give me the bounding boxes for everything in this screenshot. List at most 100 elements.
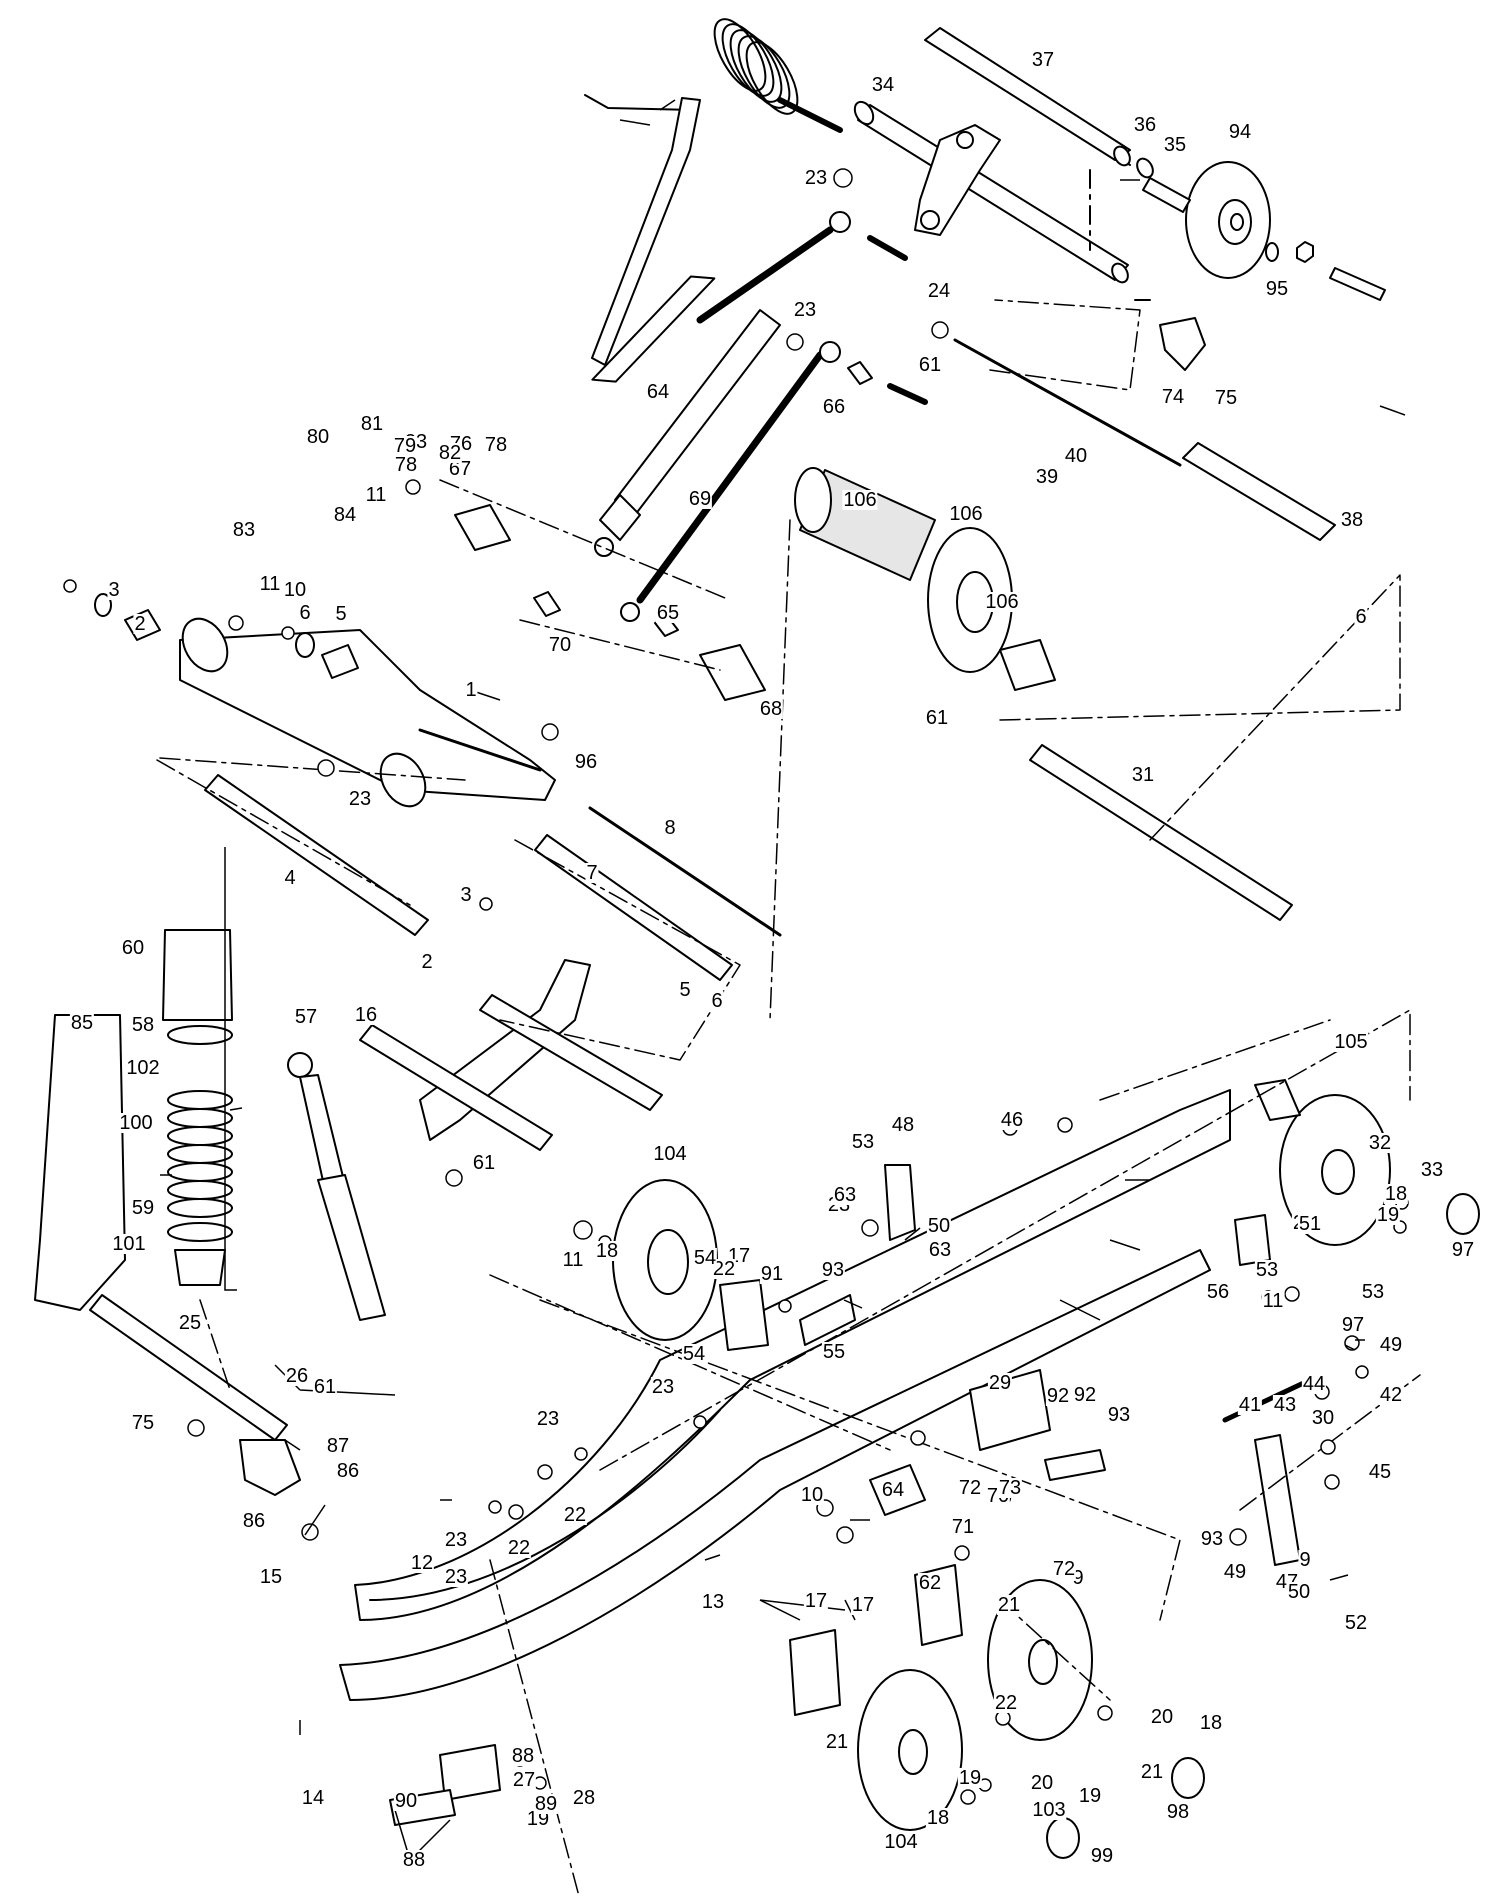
callout-label: 78	[393, 454, 419, 476]
plate-64-lower	[699, 644, 766, 701]
callout-label: 6	[1354, 606, 1368, 628]
plate-64-upper	[454, 504, 511, 551]
callout-label: 19	[957, 1767, 983, 1789]
callout-label: 43	[1272, 1394, 1298, 1416]
callout-label: 75	[130, 1412, 156, 1434]
shaft-4	[204, 774, 429, 936]
plate-88-upper	[799, 1294, 856, 1346]
front-arm-1	[179, 617, 556, 808]
callout-label: 21	[1139, 1761, 1165, 1783]
hardware-markers	[63, 168, 1409, 1805]
callout-label: 54	[681, 1343, 707, 1365]
callout-label: 17	[803, 1590, 829, 1612]
bolt-105	[1329, 267, 1386, 301]
tie-rod-39	[953, 338, 1182, 467]
pivot-arm-upper	[914, 124, 1001, 236]
callout-label: 15	[258, 1566, 284, 1588]
callout-label: 88	[401, 1849, 427, 1871]
callout-label: 48	[890, 1114, 916, 1136]
boot-59	[162, 929, 233, 1021]
callout-label: 61	[924, 707, 950, 729]
callout-label: 22	[506, 1537, 532, 1559]
callout-label: 68	[758, 698, 784, 720]
callout-label: 80	[305, 426, 331, 448]
slider-83	[439, 1744, 501, 1801]
callout-label: 5	[334, 603, 348, 625]
block-17-upper	[719, 1279, 769, 1351]
callout-label: 75	[1213, 387, 1239, 409]
shock-absorber-62	[591, 275, 781, 557]
callout-label: 103	[1031, 1799, 1067, 1821]
callout-label: 50	[1286, 1581, 1312, 1603]
callout-label: 16	[353, 1004, 379, 1026]
callout-label: 17	[850, 1594, 876, 1616]
rear-arm-16	[359, 959, 663, 1151]
callout-label: 19	[525, 1808, 551, 1830]
callout-label: 93	[1106, 1404, 1132, 1426]
callout-label: 65	[655, 602, 681, 624]
callout-label: 71	[950, 1516, 976, 1538]
callout-label: 74	[1160, 386, 1186, 408]
callout-label: 81	[359, 413, 385, 435]
callout-label: 58	[130, 1014, 156, 1036]
callout-label: 23	[347, 788, 373, 810]
spring-94	[167, 1090, 233, 1218]
callout-label: 49	[1378, 1334, 1404, 1356]
callout-label: 13	[700, 1591, 726, 1613]
block-52	[1234, 1214, 1271, 1266]
shaft-30	[1029, 744, 1293, 921]
callout-leaders	[160, 99, 1406, 1861]
callout-label: 96	[573, 751, 599, 773]
bushing-101	[999, 639, 1056, 691]
callout-label: 67	[447, 458, 473, 480]
guard-71	[1159, 317, 1206, 371]
cross-shaft-36	[924, 27, 1131, 167]
bushing-63-upper	[847, 361, 873, 385]
callout-label: 92	[1072, 1384, 1098, 1406]
cup-58	[167, 1222, 233, 1242]
link-46	[1254, 1434, 1301, 1566]
slide-bracket-47	[884, 1164, 916, 1241]
callout-label: 87	[325, 1435, 351, 1457]
callout-label: 27	[511, 1769, 537, 1791]
callout-label: 95	[1264, 278, 1290, 300]
cap-93-right	[1171, 1757, 1205, 1799]
callout-label: 85	[69, 1012, 95, 1034]
spacer-66	[533, 591, 561, 617]
callout-label: 38	[1339, 509, 1365, 531]
callout-label: 3	[107, 579, 121, 601]
callout-label: 2	[420, 951, 434, 973]
callout-label: 32	[1367, 1132, 1393, 1154]
torsion-spring-103	[584, 18, 843, 366]
callout-label: 49	[1222, 1561, 1248, 1583]
callout-label: 56	[1205, 1281, 1231, 1303]
callout-label: 1	[464, 679, 478, 701]
callout-label: 8	[663, 817, 677, 839]
cap-93-upper	[1446, 1193, 1480, 1235]
idler-wheel-90	[1185, 161, 1271, 279]
idler-sleeve-102	[794, 467, 936, 581]
callout-label: 11	[1261, 1290, 1285, 1312]
callout-label: 62	[917, 1572, 943, 1594]
callout-label: 11	[561, 1249, 585, 1271]
callout-label: 7	[585, 862, 599, 884]
callout-label: 18	[594, 1240, 620, 1262]
bolt-61-b	[887, 383, 928, 405]
callout-label: 63	[927, 1239, 953, 1261]
link-rod-65	[620, 341, 841, 622]
callout-label: 50	[926, 1215, 952, 1237]
nut-106-upper	[1296, 241, 1314, 263]
callout-label: 64	[645, 381, 671, 403]
callout-label: 14	[300, 1787, 326, 1809]
callout-label: 4	[283, 867, 297, 889]
ring-3-upper	[94, 593, 112, 617]
callout-label: 46	[999, 1109, 1025, 1131]
callout-label: 30	[1310, 1407, 1336, 1429]
callout-label: 22	[993, 1692, 1019, 1714]
callout-label: 18	[925, 1807, 951, 1829]
spacer-34	[1142, 177, 1191, 213]
upper-link-rod	[696, 211, 851, 324]
callout-label: 3	[459, 884, 473, 906]
